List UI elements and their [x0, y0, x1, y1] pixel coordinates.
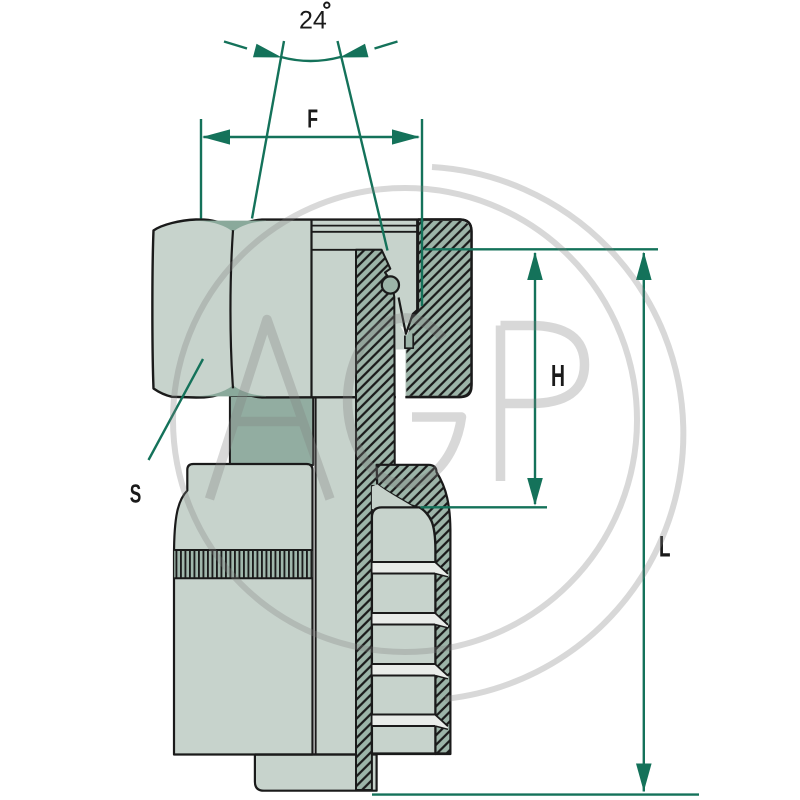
svg-text:L: L: [659, 531, 671, 564]
svg-text:H: H: [551, 359, 565, 393]
svg-text:24: 24: [299, 7, 327, 35]
svg-text:F: F: [307, 105, 318, 133]
svg-text:S: S: [130, 481, 142, 509]
